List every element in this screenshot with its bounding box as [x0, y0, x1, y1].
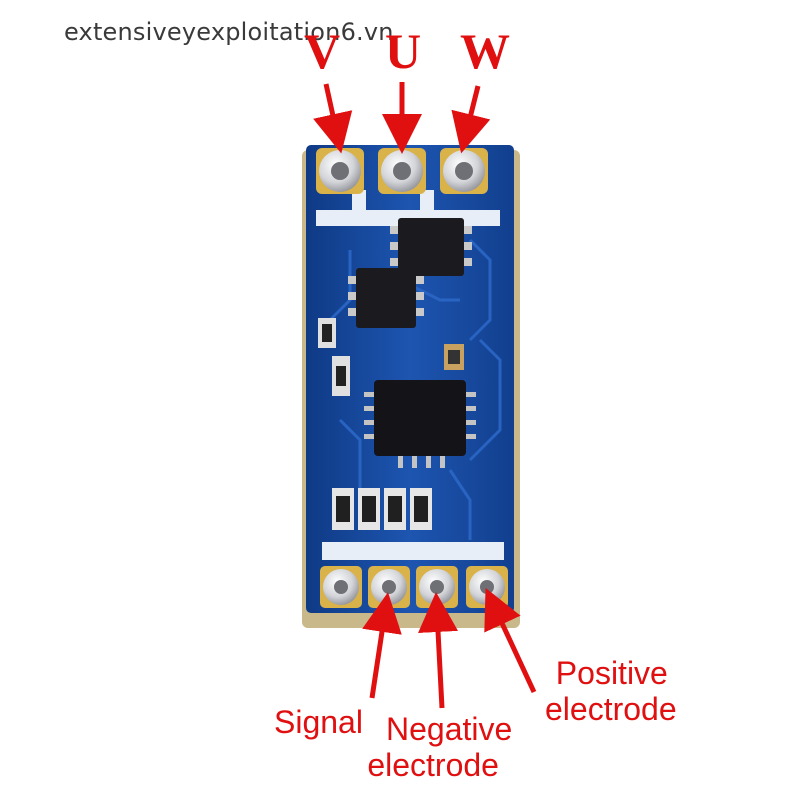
resistor-row: [332, 488, 432, 530]
label-negative-line1: Negative: [386, 711, 513, 747]
pad-signal: [368, 566, 410, 608]
pad-ground: [320, 566, 362, 608]
bottom-silkscreen-band: [322, 542, 504, 560]
pad-negative: [416, 566, 458, 608]
mcu-chip: [364, 380, 476, 468]
label-positive: Positive electrode: [545, 655, 677, 728]
pad-w: [440, 148, 488, 194]
smd-passives: [318, 318, 464, 396]
label-signal: Signal: [274, 704, 363, 740]
arrow-w: [451, 85, 491, 154]
watermark-text: extensiveyexploitation6.vn: [64, 18, 394, 46]
label-negative: Negative electrode: [367, 711, 513, 784]
label-negative-line2: electrode: [367, 746, 499, 783]
arrow-signal: [362, 592, 402, 699]
pad-u: [378, 148, 426, 194]
mosfet-chip-2: [348, 268, 424, 328]
label-positive-line1: Positive: [555, 655, 668, 691]
phase-label-u: U: [385, 23, 422, 79]
pad-v: [316, 148, 364, 194]
phase-label-w: W: [460, 23, 510, 79]
arrow-positive: [484, 587, 537, 694]
arrow-v: [313, 83, 353, 154]
phase-label-v: V: [304, 23, 341, 79]
mosfet-chip-1: [390, 218, 472, 276]
pad-positive: [466, 566, 508, 608]
arrow-negative: [418, 592, 459, 709]
label-positive-line2: electrode: [545, 690, 677, 727]
